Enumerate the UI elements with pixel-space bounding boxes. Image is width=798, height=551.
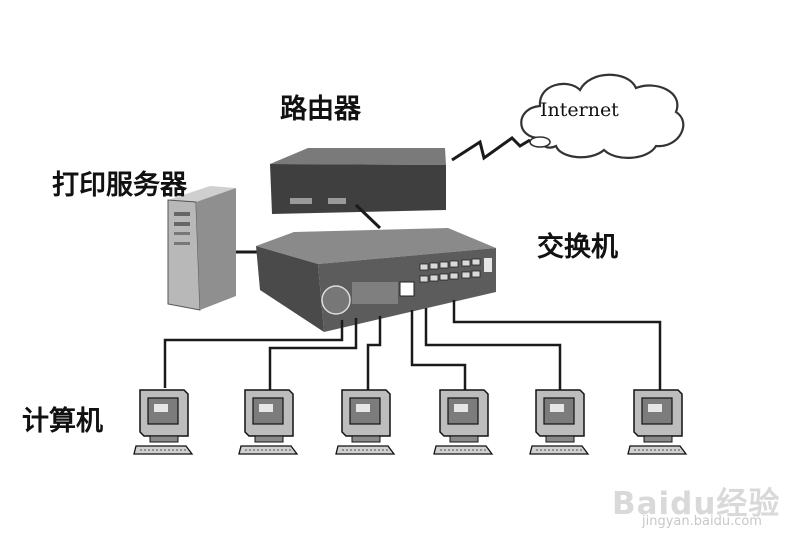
watermark-url: jingyan.baidu.com [642,514,762,529]
internet-label: Internet [540,99,619,121]
computer-label: 计算机 [22,406,103,437]
router-device [270,148,446,214]
computer-icon [133,389,194,455]
computer-icon [335,389,396,455]
computer-icon [529,389,590,455]
internet-cloud [520,73,685,159]
computer-group [133,389,688,455]
computer-cables [163,300,662,392]
computer-icon [433,389,494,455]
router-switch-link [354,203,382,230]
computer-icon [627,389,688,455]
switch-device [256,228,496,332]
print-server-label: 打印服务器 [52,170,187,201]
switch-label: 交换机 [537,232,618,263]
wan-link [451,136,531,162]
baidu-jingyan-watermark: Baidu经验 [612,486,781,522]
computer-icon [238,389,299,455]
print-server-device [167,186,236,311]
router-label: 路由器 [280,94,361,125]
